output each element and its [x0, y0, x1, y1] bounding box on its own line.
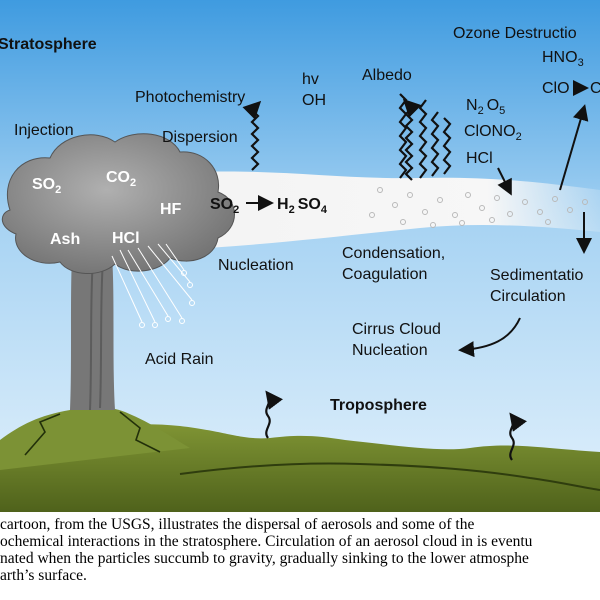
- injection-label: Injection: [14, 122, 74, 139]
- plume-hcl-label: HCl: [112, 230, 140, 247]
- volcanic-plume: [1, 133, 235, 275]
- aerosol-diagram: Stratosphere Troposphere Injection Photo…: [0, 0, 600, 512]
- nucleation-label: Nucleation: [218, 257, 294, 274]
- cirrus-nucleation-label: Nucleation: [352, 342, 428, 359]
- hno3-label: HNO3: [542, 49, 584, 69]
- circulation-label: Circulation: [490, 288, 566, 305]
- aerosol-particles: [369, 187, 588, 228]
- process-arrows: [246, 80, 592, 358]
- ozone-destruction-label: Ozone Destructio: [453, 25, 577, 42]
- volcano-cone: [0, 407, 190, 470]
- plume-ash-label: Ash: [50, 231, 80, 248]
- albedo-label: Albedo: [362, 67, 412, 84]
- plume-so2-label: SO2: [32, 176, 61, 196]
- clo-product-label: C: [590, 80, 600, 97]
- caption-line: ochemical interactions in the stratosphe…: [0, 533, 533, 550]
- dispersion-label: Dispersion: [162, 129, 238, 146]
- figure-caption: cartoon, from the USGS, illustrates the …: [0, 516, 600, 600]
- condensation-label: Condensation,: [342, 245, 445, 262]
- so2-reaction-label: SO2: [210, 196, 239, 216]
- photochemistry-label: Photochemistry: [135, 89, 245, 106]
- hv-label: hv: [302, 71, 319, 88]
- troposphere-label: Troposphere: [330, 397, 427, 414]
- plume-hf-label: HF: [160, 201, 182, 218]
- caption-line: arth’s surface.: [0, 567, 87, 584]
- sedimentation-label: Sedimentatio: [490, 267, 583, 284]
- ground-ridge: [179, 462, 600, 491]
- radiation-arrows: [242, 93, 527, 461]
- caption-line: cartoon, from the USGS, illustrates the …: [0, 516, 475, 533]
- volcano-cracks: [24, 411, 161, 456]
- clono2-label: ClONO2: [464, 123, 522, 143]
- plume-co2-label: CO2: [106, 169, 136, 189]
- cirrus-cloud-label: Cirrus Cloud: [352, 321, 441, 338]
- oh-label: OH: [302, 92, 326, 109]
- stratosphere-label: Stratosphere: [0, 36, 97, 53]
- caption-line: nated when the particles succumb to grav…: [0, 550, 529, 567]
- acid-rain-label: Acid Rain: [145, 351, 213, 368]
- aerosol-cloud: [150, 171, 600, 250]
- coagulation-label: Coagulation: [342, 266, 427, 283]
- clo-label: ClO: [542, 80, 570, 97]
- acid-rain-streaks: [111, 243, 195, 328]
- eruption-column: [70, 255, 115, 410]
- hcl-right-label: HCl: [466, 150, 493, 167]
